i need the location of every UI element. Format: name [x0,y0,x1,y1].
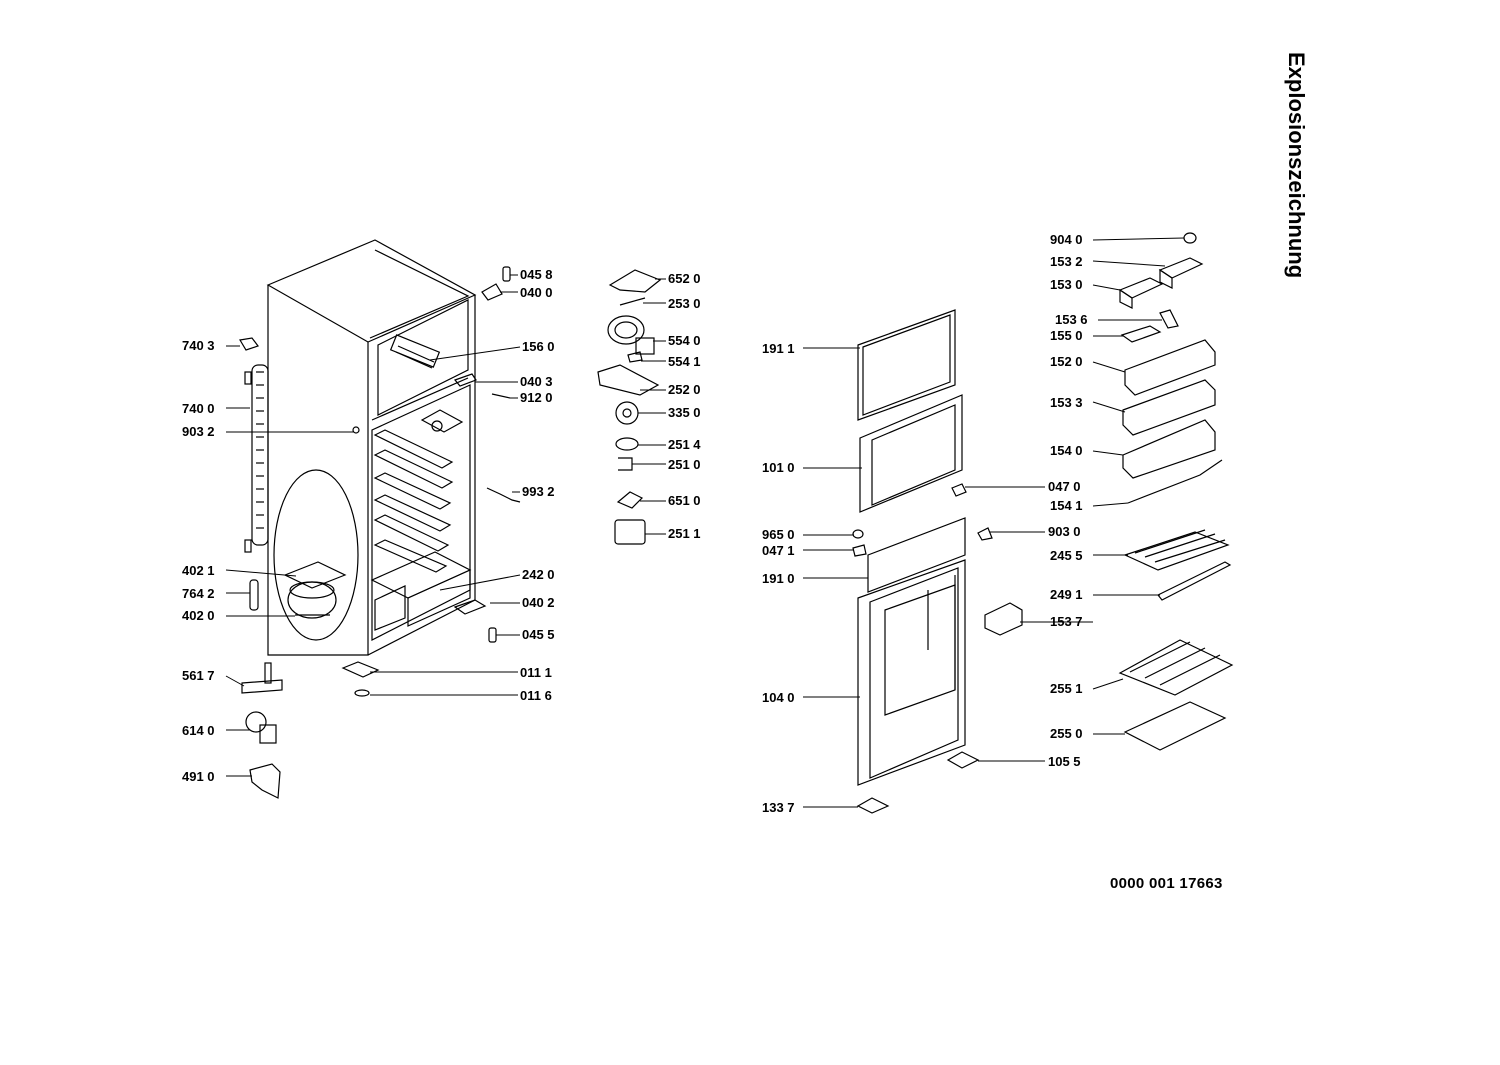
small-parts-left [239,266,521,697]
label-245-5: 245 5 [1050,548,1083,563]
label-554-0: 554 0 [668,333,701,348]
label-554-1: 554 1 [668,354,701,369]
label-152-0: 152 0 [1050,354,1083,369]
label-045-5: 045 5 [522,627,555,642]
drawing-title: Explosionszeichnung [1284,52,1309,279]
label-335-0: 335 0 [668,405,701,420]
label-491-0: 491 0 [182,769,215,784]
label-104-0: 104 0 [762,690,795,705]
thermostat-knob [245,711,277,744]
part-labels: 045 8 040 0 156 0 040 3 912 0 740 3 740 … [182,232,1088,815]
label-249-1: 249 1 [1050,587,1083,602]
label-011-1: 011 1 [520,665,552,680]
label-251-1: 251 1 [668,526,701,541]
fridge-door-gasket [867,517,966,593]
door-accessories [984,232,1234,751]
door-small-parts [852,483,993,814]
label-047-0: 047 0 [1048,479,1081,494]
middle-parts [597,269,662,545]
label-614-0: 614 0 [182,723,215,738]
fridge-cabinet [266,239,477,656]
label-191-0: 191 0 [762,571,795,586]
cover-cap [249,763,281,799]
label-740-3: 740 3 [182,338,215,353]
label-253-0: 253 0 [668,296,701,311]
freezer-door-gasket [857,309,956,421]
label-153-3: 153 3 [1050,395,1083,410]
label-561-7: 561 7 [182,668,215,683]
label-903-0: 903 0 [1048,524,1081,539]
label-903-2: 903 2 [182,424,215,439]
label-040-2: 040 2 [522,595,555,610]
label-251-0: 251 0 [668,457,701,472]
condenser [244,364,269,553]
compressor [283,561,347,619]
leader-lines [225,237,1185,808]
label-040-3: 040 3 [520,374,553,389]
freezer-evaporator [389,334,441,369]
label-154-0: 154 0 [1050,443,1083,458]
label-155-0: 155 0 [1050,328,1083,343]
label-045-8: 045 8 [520,267,553,282]
label-105-5: 105 5 [1048,754,1081,769]
fridge-door [857,559,966,786]
thermostat-housing [420,409,464,433]
start-relay [241,662,283,694]
label-156-0: 156 0 [522,339,555,354]
crisper-drawer [370,551,472,631]
label-652-0: 652 0 [668,271,701,286]
label-651-0: 651 0 [668,493,701,508]
label-740-0: 740 0 [182,401,215,416]
label-402-1: 402 1 [182,563,215,578]
document-number: 0000 001 17663 [1110,875,1223,892]
fridge-shelf-rails [373,429,454,573]
label-251-4: 251 4 [668,437,701,452]
label-402-0: 402 0 [182,608,215,623]
label-154-1: 154 1 [1050,498,1083,513]
label-133-7: 133 7 [762,800,795,815]
label-965-0: 965 0 [762,527,795,542]
label-912-0: 912 0 [520,390,553,405]
label-904-0: 904 0 [1050,232,1083,247]
label-255-0: 255 0 [1050,726,1083,741]
label-242-0: 242 0 [522,567,555,582]
label-040-0: 040 0 [520,285,553,300]
label-011-6: 011 6 [520,688,552,703]
label-153-2: 153 2 [1050,254,1083,269]
label-993-2: 993 2 [522,484,555,499]
label-153-0: 153 0 [1050,277,1083,292]
label-252-0: 252 0 [668,382,701,397]
freezer-door [859,394,963,513]
compressor-outline [273,469,359,641]
label-153-7: 153 7 [1050,614,1083,629]
label-047-1: 047 1 [762,543,795,558]
label-153-6: 153 6 [1055,312,1088,327]
label-191-1: 191 1 [762,341,795,356]
label-101-0: 101 0 [762,460,795,475]
label-764-2: 764 2 [182,586,215,601]
label-255-1: 255 1 [1050,681,1083,696]
